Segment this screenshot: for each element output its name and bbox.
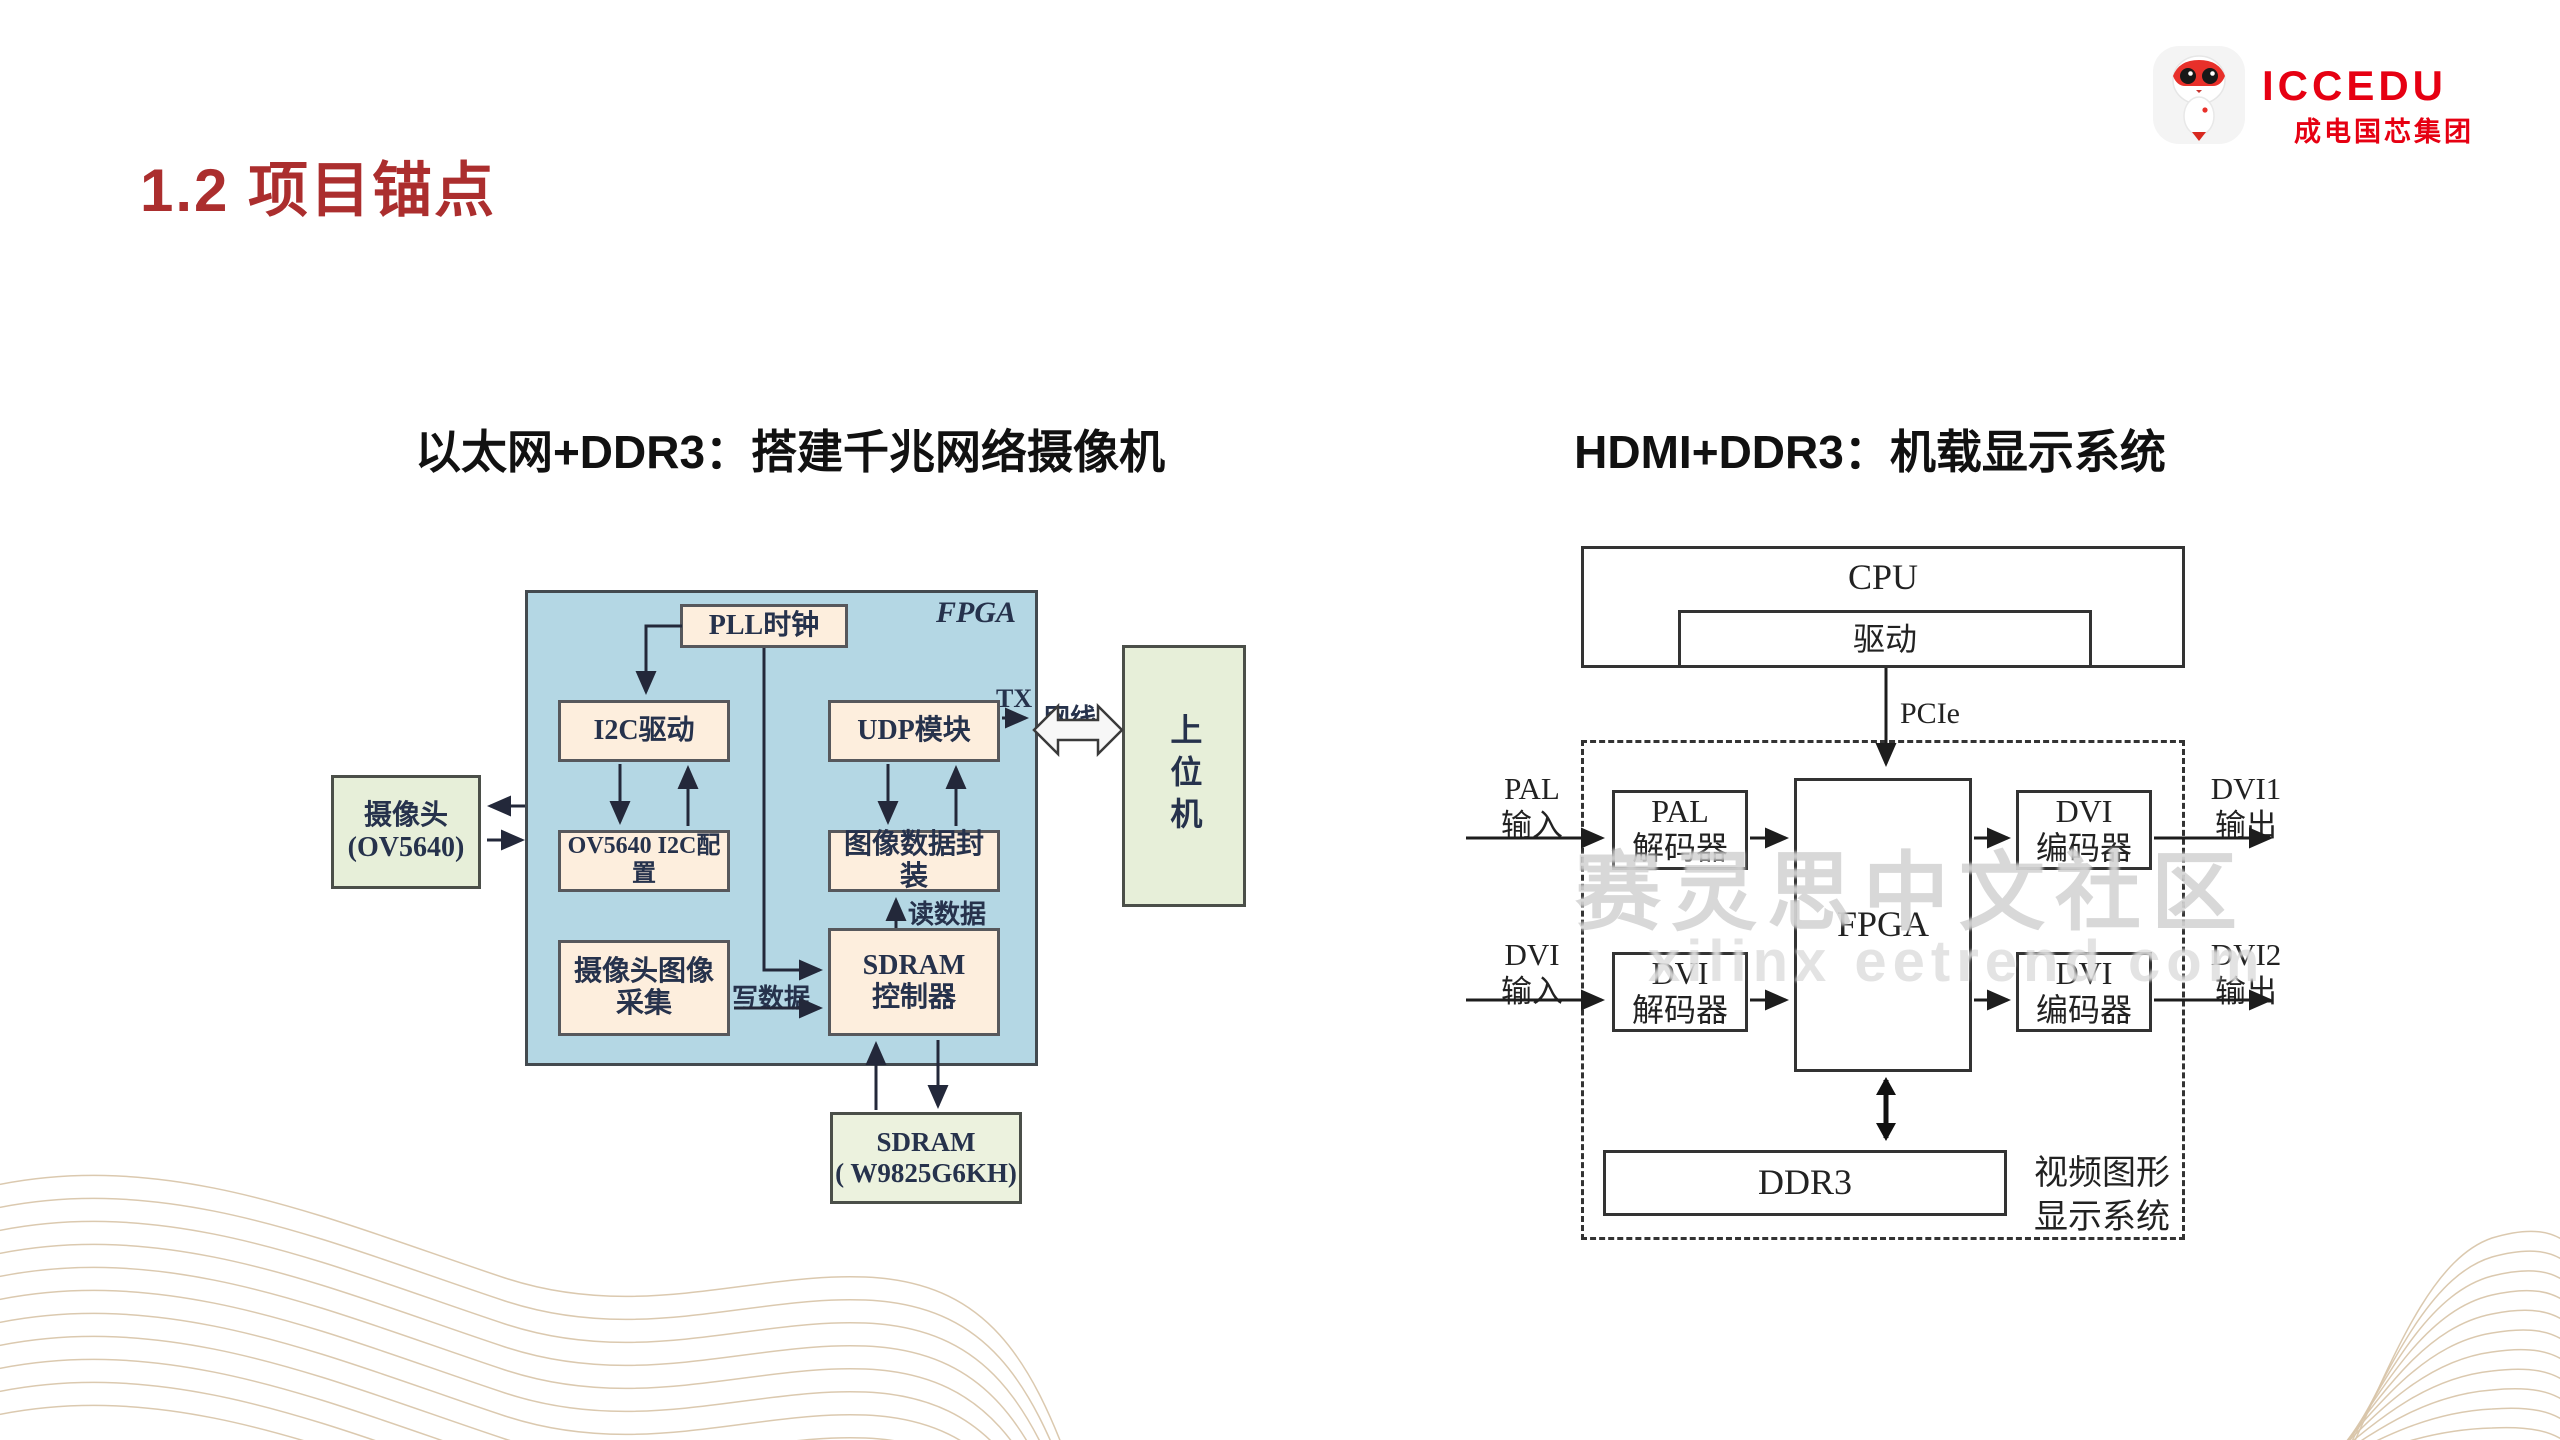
pal-decoder-box: PAL 解码器 bbox=[1612, 790, 1748, 870]
pll-clock-box: PLL时钟 bbox=[680, 604, 848, 648]
logo-mascot-icon bbox=[2153, 46, 2245, 144]
left-section-title: 以太网+DDR3：搭建千兆网络摄像机 bbox=[414, 426, 1166, 478]
pal-input-label: PAL 输入 bbox=[1501, 771, 1563, 844]
logo-company-text: 成电国芯集团 bbox=[2294, 117, 2474, 147]
write-data-label: 写数据 bbox=[732, 984, 811, 1013]
dvi-encoder-top-box: DVI 编码器 bbox=[2016, 790, 2152, 870]
robot-mascot-icon bbox=[2172, 55, 2226, 141]
page-title: 1.2 项目锚点 bbox=[140, 157, 497, 224]
dvi-decoder-box: DVI 解码器 bbox=[1612, 952, 1748, 1032]
i2c-driver-box: I2C驱动 bbox=[558, 700, 730, 762]
watermark-line1: 赛灵思中文社区 bbox=[1575, 845, 2247, 941]
cable-label: 网线 bbox=[1044, 704, 1097, 733]
dvi2-output-label: DVI2 输出 bbox=[2210, 937, 2282, 1010]
pcie-label: PCIe bbox=[1900, 697, 1960, 730]
dvi-input-label: DVI 输入 bbox=[1501, 937, 1563, 1010]
image-data-pack-box: 图像数据封装 bbox=[828, 829, 1000, 892]
ov5640-i2c-config-box: OV5640 I2C配置 bbox=[558, 830, 730, 892]
dvi-encoder-bottom-box: DVI 编码器 bbox=[2016, 952, 2152, 1032]
host-pc-box: 上位机 bbox=[1122, 645, 1246, 907]
waves-left bbox=[0, 1174, 1061, 1440]
fpga-container-label: FPGA bbox=[936, 596, 1017, 629]
driver-box: 驱动 bbox=[1678, 610, 2092, 668]
waves-right bbox=[2346, 1230, 2560, 1440]
logo-brand-text: ICCEDU bbox=[2262, 62, 2448, 109]
ddr3-box: DDR3 bbox=[1603, 1150, 2007, 1216]
tx-label: TX bbox=[996, 684, 1033, 713]
watermark-line2: xilinx eetrend com bbox=[1648, 929, 2266, 994]
video-system-label: 视频图形 显示系统 bbox=[2034, 1155, 2170, 1237]
sdram-controller-box: SDRAM 控制器 bbox=[828, 928, 1000, 1036]
udp-module-box: UDP模块 bbox=[828, 700, 1000, 762]
fpga-center-box: FPGA bbox=[1794, 778, 1972, 1072]
right-section-title: HDMI+DDR3：机载显示系统 bbox=[1574, 426, 2166, 478]
sdram-chip-box: SDRAM ( W9825G6KH) bbox=[830, 1112, 1022, 1204]
camera-capture-box: 摄像头图像 采集 bbox=[558, 940, 730, 1036]
read-data-label: 读数据 bbox=[908, 900, 987, 929]
camera-box: 摄像头 (OV5640) bbox=[331, 775, 481, 889]
